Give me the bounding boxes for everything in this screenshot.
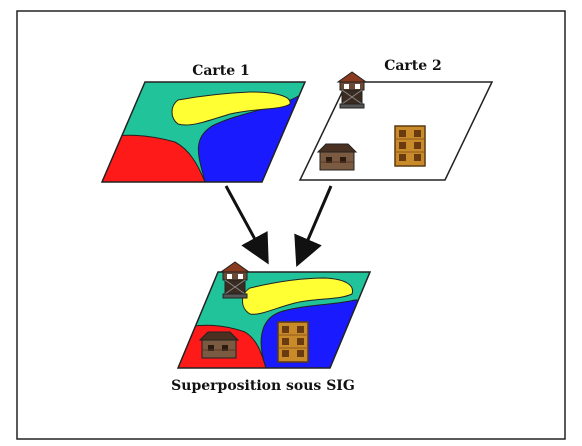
map-2-label: Carte 2: [384, 58, 442, 74]
house-icon: [199, 331, 239, 359]
arrow-from-map-2: [294, 185, 333, 268]
diagram-frame: [16, 10, 566, 440]
arrow-from-map-1: [224, 185, 269, 265]
building-icon: [277, 321, 309, 363]
map-2: [298, 71, 494, 181]
overlay-label: Superposition sous SIG: [171, 378, 355, 394]
map-1: [100, 81, 307, 183]
map-1-label: Carte 1: [192, 63, 250, 79]
building-icon: [394, 125, 426, 167]
house-icon: [317, 143, 357, 171]
